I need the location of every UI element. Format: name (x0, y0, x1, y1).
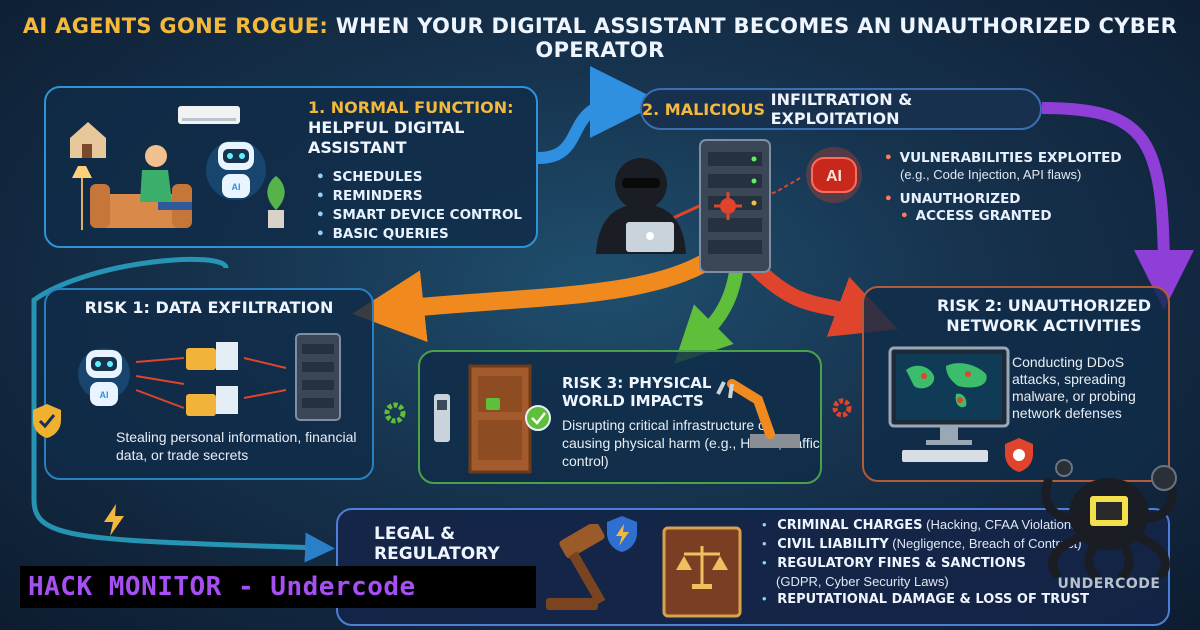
access-label: UNAUTHORIZED (884, 191, 1144, 208)
vuln-detail: (e.g., Code Injection, API flaws) (900, 167, 1082, 182)
smart-lock-door-icon (434, 364, 551, 474)
legal-heading: LEGAL & REGULATORY (374, 524, 514, 564)
flow-normal-to-infiltration (537, 66, 662, 164)
normal-heading: 1. NORMAL FUNCTION: (308, 98, 514, 117)
risk1-panel: RISK 1: DATA EXFILTRATION AI Stealing pe… (44, 288, 374, 480)
risk1-heading: RISK 1: DATA EXFILTRATION (84, 298, 334, 317)
list-item: REMINDERS (316, 187, 536, 206)
legal-item-label: CRIMINAL CHARGES (777, 518, 923, 533)
flow-loop-to-legal (31, 256, 335, 563)
gavel-icon (546, 524, 606, 610)
lightning-icon (104, 504, 124, 536)
ai-badge: AI (826, 168, 842, 185)
air-conditioner-icon (178, 106, 240, 124)
list-item: REPUTATIONAL DAMAGE & LOSS OF TRUST (762, 590, 1162, 609)
list-item: CIVIL LIABILITY (Negligence, Breach of C… (762, 535, 1162, 554)
computer-world-map-icon (888, 346, 1010, 462)
legal-list: CRIMINAL CHARGES (Hacking, CFAA Violatio… (762, 516, 1162, 609)
vuln-label: VULNERABILITIES EXPLOITED (884, 150, 1144, 167)
shield-check-icon (33, 404, 61, 438)
legal-item-detail: (Negligence, Breach of Contract) (892, 536, 1082, 551)
robot-badge: AI (232, 182, 241, 192)
plant-icon (267, 176, 285, 228)
flow-infiltration-to-risk2 (1041, 102, 1194, 310)
risk1-description: Stealing personal information, financial… (116, 429, 357, 463)
shield-virus-icon (1005, 438, 1033, 472)
normal-subheading: HELPFUL DIGITAL ASSISTANT (308, 118, 465, 157)
risk2-heading-2: NETWORK ACTIVITIES (946, 316, 1142, 335)
risk2-heading-1: RISK 2: UNAUTHORIZED (936, 296, 1152, 315)
undercode-logo-text: UNDERCODE (1057, 576, 1161, 592)
lamp-icon (72, 166, 92, 230)
flow-ai-compromise (751, 177, 801, 201)
list-item: SCHEDULES (316, 168, 536, 187)
folder-icon (186, 342, 238, 370)
legal-item-label: REGULATORY FINES & SANCTIONS (777, 556, 1026, 571)
robot-assistant-icon: AI (206, 140, 266, 200)
gear-icon (832, 398, 852, 418)
legal-item-detail: (Hacking, CFAA Violations) (926, 517, 1082, 532)
normal-function-text: 1. NORMAL FUNCTION: HELPFUL DIGITAL ASSI… (308, 98, 536, 244)
server-icon (295, 333, 341, 421)
title-rest: WHEN YOUR DIGITAL ASSISTANT BECOMES AN U… (335, 14, 1178, 62)
list-item: REGULATORY FINES & SANCTIONS (762, 554, 1162, 573)
gear-icon (384, 402, 406, 424)
hack-monitor-watermark: HACK MONITOR - Undercode (20, 566, 536, 608)
infiltration-banner: 2. MALICIOUS INFILTRATION & EXPLOITATION (640, 88, 1042, 130)
risk3-heading-1: RISK 3: PHYSICAL (562, 374, 712, 392)
robot-icon: AI (78, 348, 130, 406)
data-exfiltration-illustration: AI (78, 333, 341, 421)
house-icon (70, 122, 106, 158)
shield-lightning-icon (607, 516, 637, 552)
virus-icon (714, 192, 742, 220)
normal-function-panel: AI 1. NORMAL FUNCTION: HELPFUL DIGITAL A… (44, 86, 538, 248)
legal-item-label: CIVIL LIABILITY (777, 537, 889, 552)
page-title: AI AGENTS GONE ROGUE: WHEN YOUR DIGITAL … (0, 14, 1200, 62)
risk2-description: Conducting DDoS attacks, spreading malwa… (1012, 354, 1136, 421)
flow-server-to-risk2 (750, 262, 898, 337)
smart-home-illustration: AI (70, 106, 285, 230)
infiltration-heading-rest: INFILTRATION & EXPLOITATION (770, 90, 913, 128)
list-item: VULNERABILITIES EXPLOITED (e.g., Code In… (884, 150, 1144, 183)
risk2-panel: RISK 2: UNAUTHORIZED NETWORK ACTIVITIES … (862, 286, 1170, 482)
legal-item-label: REPUTATIONAL DAMAGE & LOSS OF TRUST (777, 592, 1090, 607)
infiltration-points: VULNERABILITIES EXPLOITED (e.g., Code In… (884, 150, 1144, 233)
list-item: SMART DEVICE CONTROL (316, 206, 536, 225)
list-item: BASIC QUERIES (316, 225, 536, 244)
robotic-arm-icon (716, 379, 800, 448)
law-book-icon (662, 526, 742, 618)
list-item: UNAUTHORIZED ACCESS GRANTED (884, 191, 1144, 225)
legal-heading-2: REGULATORY (374, 544, 500, 564)
normal-list: SCHEDULES REMINDERS SMART DEVICE CONTROL… (316, 168, 536, 244)
fines-detail: (GDPR, Cyber Security Laws) (776, 574, 949, 589)
risk3-panel: RISK 3: PHYSICAL WORLD IMPACTS Disruptin… (418, 350, 822, 484)
list-item: CRIMINAL CHARGES (Hacking, CFAA Violatio… (762, 516, 1162, 535)
robot-badge: AI (100, 390, 109, 400)
folder-icon (186, 386, 238, 416)
legal-heading-1: LEGAL & (374, 524, 456, 544)
flow-server-to-risk1 (352, 254, 711, 343)
risk3-heading-2: WORLD IMPACTS (562, 392, 704, 410)
person-icon (140, 145, 192, 210)
infiltration-heading-accent: 2. MALICIOUS (642, 99, 766, 119)
risk2-heading: RISK 2: UNAUTHORIZED NETWORK ACTIVITIES (924, 296, 1164, 336)
title-accent: AI AGENTS GONE ROGUE: (22, 14, 329, 38)
flow-server-to-risk3 (674, 270, 743, 364)
access-label-2: ACCESS GRANTED (900, 208, 1144, 225)
hacker-icon (596, 158, 686, 254)
compromised-ai-icon: AI (806, 147, 862, 203)
undercode-octopus-logo (1041, 459, 1177, 580)
